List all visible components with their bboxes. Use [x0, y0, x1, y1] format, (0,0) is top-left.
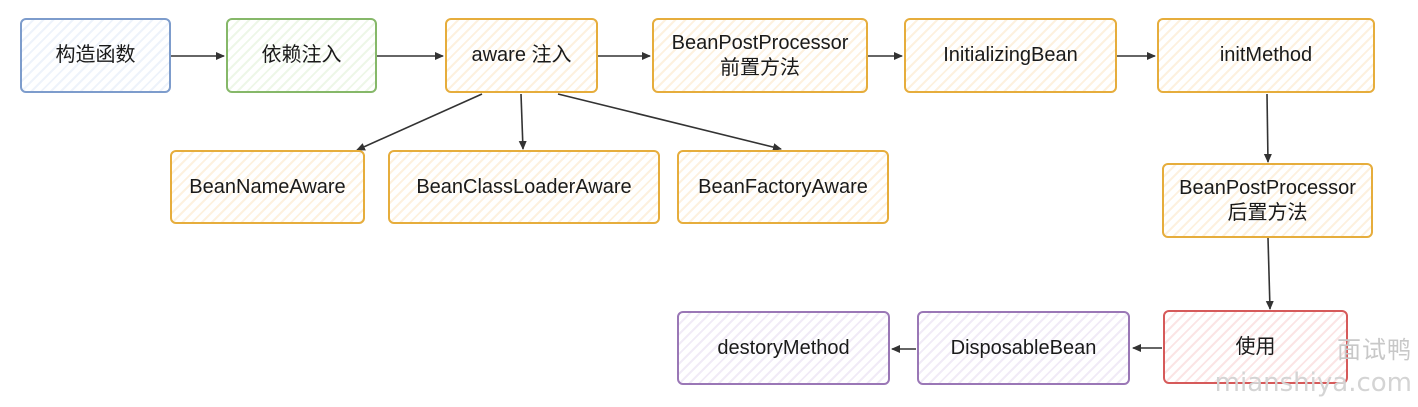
node-bean-name-aware-label: BeanNameAware [189, 175, 346, 198]
node-bean-class-loader-aware-label: BeanClassLoaderAware [416, 175, 632, 198]
node-use-label: 使用 [1235, 335, 1276, 358]
node-bpp-before-label: BeanPostProcessor 前置方法 [671, 31, 849, 79]
node-bean-name-aware: BeanNameAware [170, 150, 365, 224]
node-bean-factory-aware-label: BeanFactoryAware [698, 175, 868, 198]
node-dependency-injection: 依赖注入 [226, 18, 377, 93]
watermark-en: mianshiya.com [1214, 368, 1412, 398]
node-destroy-method: destoryMethod [677, 311, 890, 385]
node-destroy-method-label: destoryMethod [717, 336, 850, 359]
node-init-method: initMethod [1157, 18, 1375, 93]
node-bean-class-loader-aware: BeanClassLoaderAware [388, 150, 660, 224]
node-disposable-bean: DisposableBean [917, 311, 1130, 385]
node-bpp-after-label: BeanPostProcessor 后置方法 [1179, 176, 1356, 224]
node-use: 使用 [1163, 310, 1348, 384]
node-aware-injection-label: aware 注入 [471, 44, 572, 66]
node-aware-injection: aware 注入 [445, 18, 598, 93]
node-init-method-label: initMethod [1219, 44, 1313, 66]
node-disposable-bean-label: DisposableBean [950, 336, 1097, 359]
arrow-bpp-after-to-use [1265, 237, 1274, 310]
node-dependency-injection-label: 依赖注入 [261, 44, 342, 66]
node-bpp-after: BeanPostProcessor 后置方法 [1162, 163, 1373, 238]
node-initializing-bean: InitializingBean [904, 18, 1117, 93]
node-constructor-label: 构造函数 [55, 44, 136, 66]
node-constructor: 构造函数 [20, 18, 171, 93]
arrow-aware-to-beannameaware [356, 93, 483, 151]
arrow-initmethod-to-bpp-after [1263, 93, 1272, 163]
arrow-aware-to-beanclassloaderaware [518, 93, 527, 150]
node-bean-factory-aware: BeanFactoryAware [677, 150, 889, 224]
watermark-cn: 面试鸭 [1337, 336, 1412, 364]
node-initializing-bean-label: InitializingBean [943, 44, 1078, 66]
node-bpp-before: BeanPostProcessor 前置方法 [652, 18, 868, 93]
arrow-aware-to-beanfactoryaware [557, 93, 782, 151]
